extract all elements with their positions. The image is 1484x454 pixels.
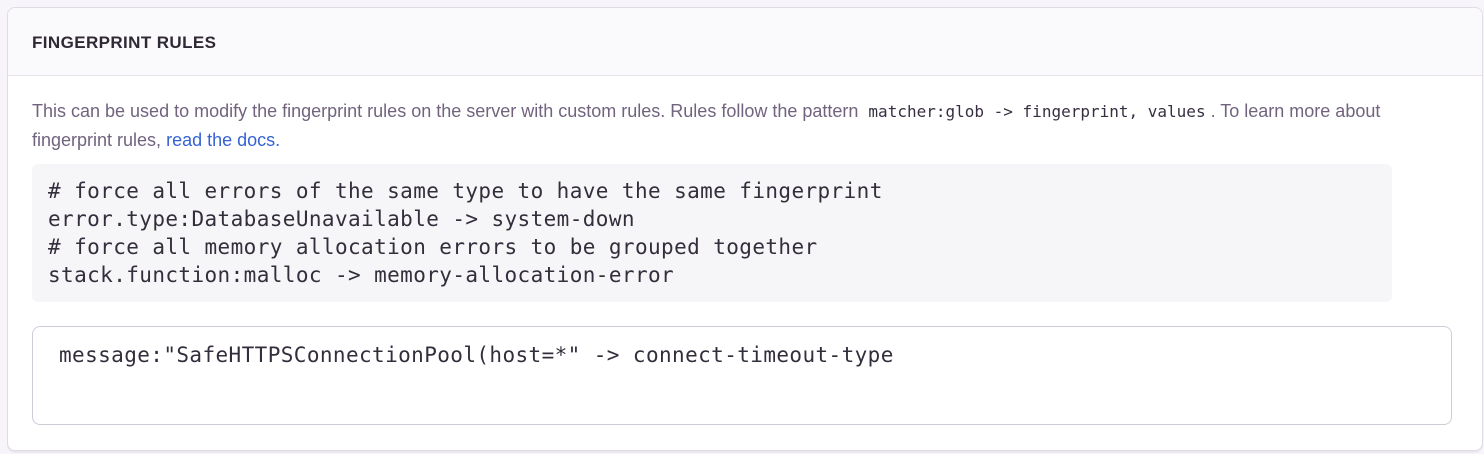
panel-body: This can be used to modify the fingerpri…: [8, 76, 1482, 450]
panel-title: FINGERPRINT RULES: [32, 33, 217, 52]
pattern-inline-code: matcher:glob -> fingerprint, values: [868, 102, 1206, 121]
panel-header: FINGERPRINT RULES: [8, 8, 1482, 76]
description-text: This can be used to modify the fingerpri…: [32, 97, 1458, 154]
description-after-code: . To learn more about fingerprint rules,: [32, 101, 1381, 150]
description-before-code: This can be used to modify the fingerpri…: [32, 101, 859, 121]
read-the-docs-link[interactable]: read the docs: [166, 130, 276, 150]
fingerprint-rules-input[interactable]: message:"SafeHTTPSConnectionPool(host=*"…: [32, 326, 1452, 425]
description-after-link: .: [275, 130, 281, 150]
example-code-block: # force all errors of the same type to h…: [32, 164, 1392, 302]
fingerprint-rules-panel: FINGERPRINT RULES This can be used to mo…: [7, 7, 1483, 451]
